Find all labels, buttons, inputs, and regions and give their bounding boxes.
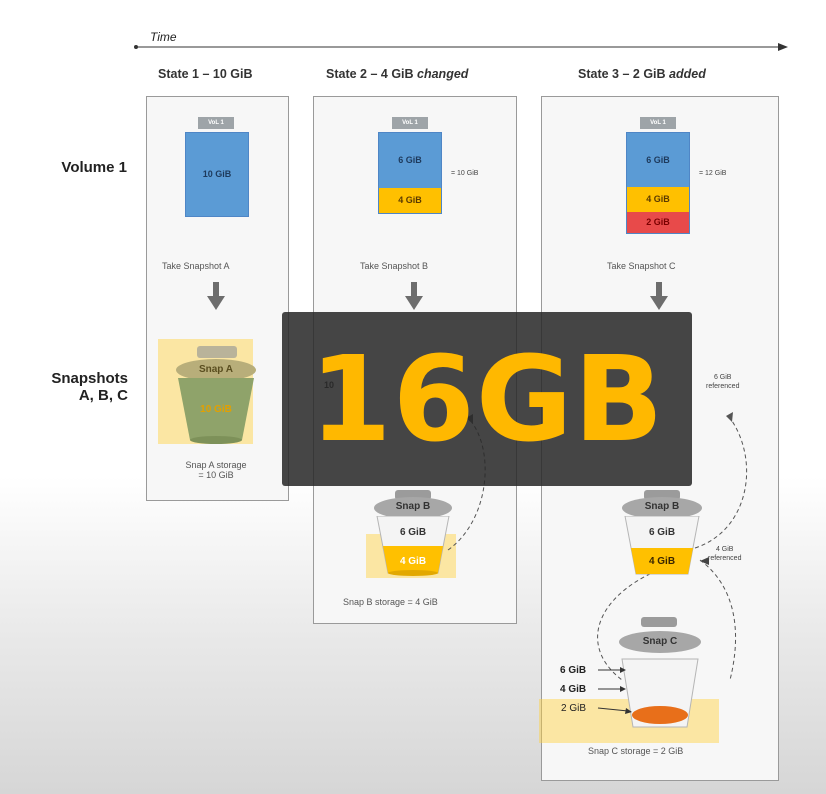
snap-b-storage: Snap B storage = 4 GiB <box>343 597 438 607</box>
volume-tab-2: VoL 1 <box>392 117 428 129</box>
snap-b3-bucket-icon <box>624 516 700 575</box>
snap-a-storage: Snap A storage = 10 GiB <box>185 460 247 480</box>
row-header-snapshots: Snapshots A, B, C <box>51 370 128 404</box>
take-snapshot-b-label: Take Snapshot B <box>360 261 429 271</box>
volume-tab-1: VoL 1 <box>198 117 234 129</box>
snap-b-name: Snap B <box>395 501 431 512</box>
column-header-state-1: State 1 – 10 GiB <box>158 67 253 81</box>
snap-c-lid <box>619 631 701 653</box>
down-arrow-icon <box>411 282 417 296</box>
snap-b3-lid <box>622 497 702 519</box>
volume-segment-6gib: 6 GiB <box>379 133 441 188</box>
volume-tab-3: VoL 1 <box>640 117 676 129</box>
volume-total-state-2: = 10 GiB <box>451 170 479 177</box>
snap-c-bucket-icon <box>621 658 699 728</box>
snap-a-lid <box>176 359 256 381</box>
timeline-arrow <box>134 43 788 51</box>
snap-c-handle <box>641 617 677 627</box>
row-header-volume: Volume 1 <box>61 159 127 176</box>
snap-c-ref-2gib: 2 GiB <box>561 703 587 714</box>
volume-segment-10gib: 10 GiB <box>186 133 248 216</box>
snap-b3-handle <box>644 490 680 500</box>
down-arrow-head-icon <box>650 296 668 310</box>
arrow-left-icon <box>700 557 709 565</box>
volume-1-state-1: 10 GiB <box>185 132 249 217</box>
take-snapshot-a-label: Take Snapshot A <box>162 261 230 271</box>
total-storage-text: 16GB <box>309 330 665 468</box>
snap-a-handle <box>197 346 237 358</box>
snap-a-content: 10 GiB <box>200 404 232 415</box>
snap-c-ref-arrows <box>597 667 632 714</box>
down-arrow-icon <box>656 282 662 296</box>
down-arrow-icon <box>213 282 219 296</box>
volume-segment-4gib: 4 GiB <box>379 188 441 213</box>
down-arrow-head-icon <box>405 296 423 310</box>
volume-segment-4gib: 4 GiB <box>627 187 689 212</box>
column-header-state-2: State 2 – 4 GiB changed <box>326 67 469 81</box>
total-storage-overlay: 16GB <box>282 312 692 486</box>
snap-c-ref-6gib: 6 GiB <box>560 665 587 676</box>
down-arrow-head-icon <box>207 296 225 310</box>
snap-b-lid <box>374 497 452 519</box>
snap-b-layer-bottom: 4 GiB <box>399 556 427 567</box>
snap-a-name: Snap A <box>198 364 234 375</box>
snap-c-storage: Snap C storage = 2 GiB <box>588 746 684 756</box>
four-gib-referenced-label: 4 GiB referenced <box>708 546 742 562</box>
six-gib-referenced-label: 6 GiB referenced <box>706 374 740 390</box>
snap-b-layer-top: 6 GiB <box>399 527 427 538</box>
snap-a-bucket-icon <box>178 378 254 444</box>
snap-b-bucket-icon <box>376 516 450 576</box>
snap-c-name: Snap C <box>642 636 678 647</box>
snap-b3-name: Snap B <box>644 501 680 512</box>
snap-b-handle <box>395 490 431 500</box>
take-snapshot-c-label: Take Snapshot C <box>607 261 676 271</box>
column-header-state-3: State 3 – 2 GiB added <box>578 67 706 81</box>
volume-segment-6gib: 6 GiB <box>627 133 689 187</box>
snap-b3-layer-bottom: 4 GiB <box>648 556 676 567</box>
timeline-label: Time <box>150 30 177 44</box>
snap-c-ref-4gib: 4 GiB <box>560 684 587 695</box>
snap-b3-layer-top: 6 GiB <box>648 527 676 538</box>
volume-1-state-2: 6 GiB 4 GiB <box>378 132 442 214</box>
volume-total-state-3: = 12 GiB <box>699 170 727 177</box>
volume-segment-2gib: 2 GiB <box>627 212 689 233</box>
volume-1-state-3: 6 GiB 4 GiB 2 GiB <box>626 132 690 234</box>
